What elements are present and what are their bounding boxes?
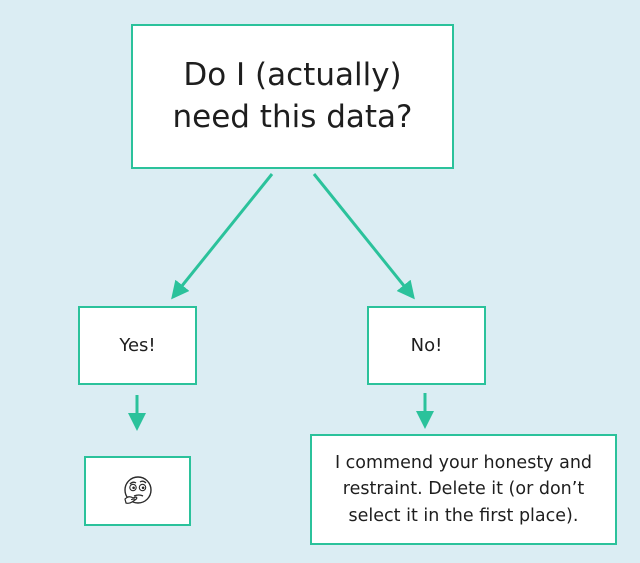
no-label: No! <box>410 335 443 356</box>
arrow-to-no <box>312 173 415 300</box>
thinking-face-icon <box>123 476 152 504</box>
no-box: No! <box>367 306 486 385</box>
arrow-to-yes <box>171 173 274 300</box>
yes-box: Yes! <box>78 306 197 385</box>
yes-label: Yes! <box>119 335 156 356</box>
question-text: Do I (actually) need this data? <box>172 56 413 135</box>
no-outcome-box: I commend your honesty and restraint. De… <box>310 434 617 545</box>
yes-outcome-box <box>84 456 191 526</box>
no-outcome-text: I commend your honesty and restraint. De… <box>334 453 593 526</box>
question-box: Do I (actually) need this data? <box>131 24 454 169</box>
